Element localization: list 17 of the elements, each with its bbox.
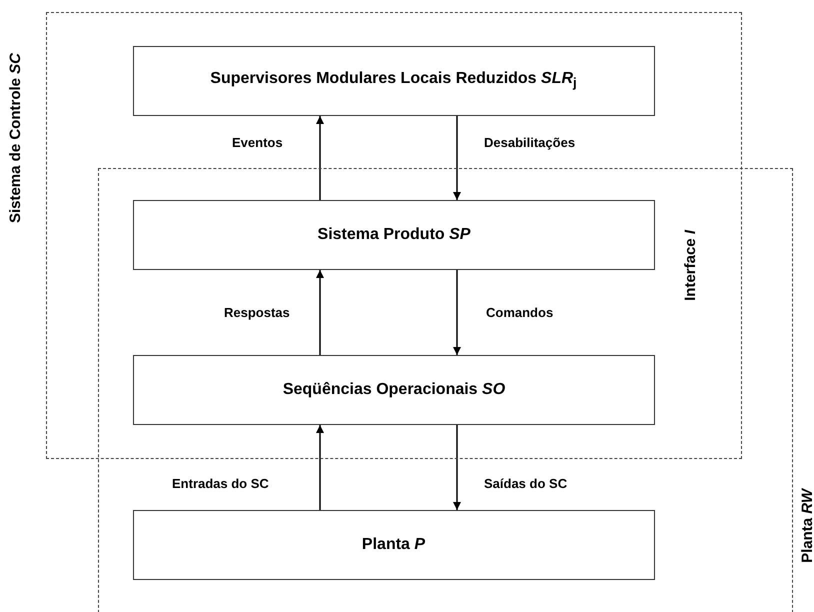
region-title: Sistema de Controle SC (7, 53, 24, 224)
region-title: Planta RW (799, 489, 814, 563)
box-label: Sistema Produto SP (318, 226, 470, 244)
arrow (316, 270, 324, 355)
process-box (132, 46, 654, 116)
box-label: Seqüências Operacionais SO (282, 381, 506, 399)
process-box (133, 200, 655, 270)
arrow (316, 116, 324, 200)
arrow (316, 425, 324, 510)
box-label: Supervisores Modulares Locais Reduzidos SLR$_{j}$ (210, 70, 577, 91)
process-box (132, 510, 654, 580)
process-box (133, 355, 655, 425)
arrow (453, 425, 461, 510)
arrow (453, 270, 461, 355)
region-label: Interface I (682, 230, 699, 301)
arrow (453, 116, 461, 200)
box-label: Planta P (362, 536, 426, 554)
